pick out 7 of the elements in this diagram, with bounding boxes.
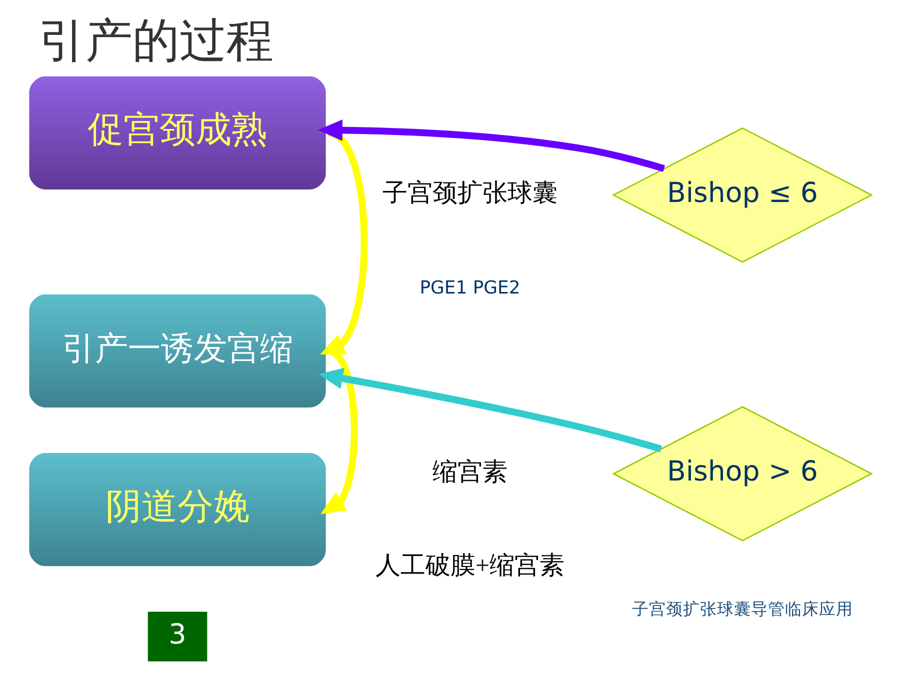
diagram-title: 引产的过程 — [38, 14, 274, 69]
label: 缩宫素 — [432, 458, 508, 486]
label: PGE1 PGE2 — [420, 278, 520, 299]
label: 子宫颈扩张球囊 — [382, 180, 558, 208]
label: 子宫颈扩张球囊导管临床应用 — [632, 600, 853, 619]
label: 人工破膜+缩宫素 — [375, 552, 565, 580]
label: 3 — [168, 617, 186, 650]
